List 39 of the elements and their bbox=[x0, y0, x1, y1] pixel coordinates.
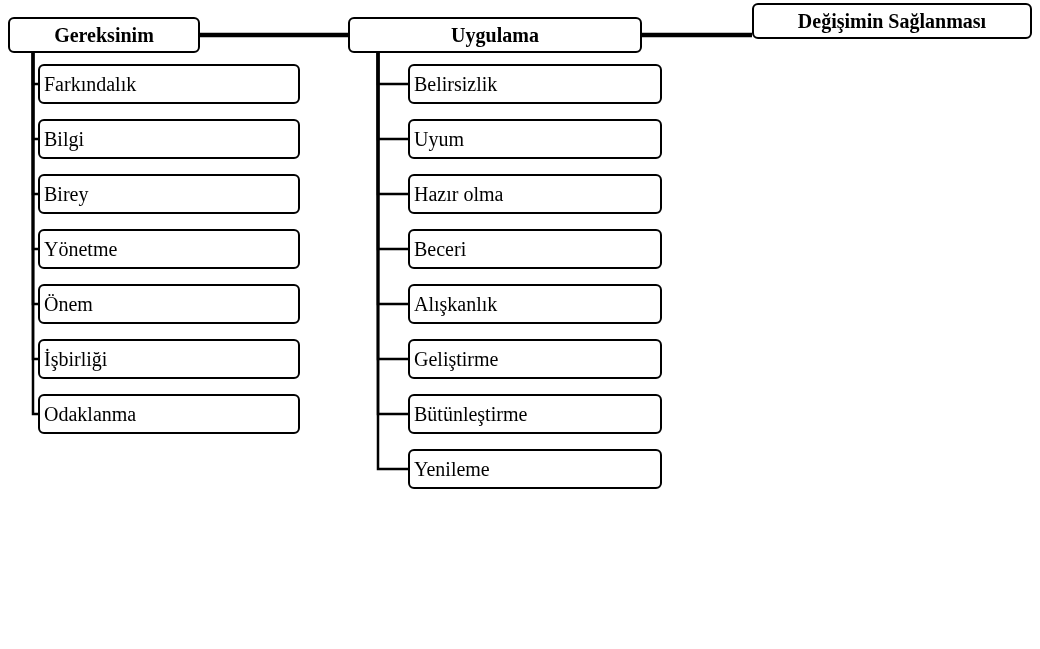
connector-line bbox=[200, 32, 348, 38]
heading-box bbox=[8, 17, 200, 53]
item-box bbox=[408, 119, 662, 159]
item-box bbox=[38, 174, 300, 214]
node-label: Bütünleştirme bbox=[414, 402, 528, 426]
heading-box bbox=[752, 3, 1032, 39]
connector-line bbox=[642, 32, 752, 38]
node-label: Önem bbox=[44, 292, 93, 316]
node-label: Uyum bbox=[414, 127, 464, 151]
item-box bbox=[38, 284, 300, 324]
heading-box bbox=[348, 17, 642, 53]
node-label: Birey bbox=[44, 182, 89, 206]
node-label: Alışkanlık bbox=[414, 292, 498, 316]
item-box bbox=[408, 339, 662, 379]
node-label: Hazır olma bbox=[414, 182, 504, 206]
node-label: Uygulama bbox=[451, 23, 539, 47]
item-box bbox=[38, 64, 300, 104]
node-label: Beceri bbox=[414, 237, 467, 261]
node-label: Bilgi bbox=[44, 127, 84, 151]
item-box bbox=[408, 174, 662, 214]
node-label: Odaklanma bbox=[44, 402, 137, 426]
node-label: Belirsizlik bbox=[414, 72, 498, 96]
connector-line bbox=[31, 53, 38, 416]
node-label: İşbirliği bbox=[44, 347, 108, 371]
item-box bbox=[38, 339, 300, 379]
item-box bbox=[408, 394, 662, 434]
item-box bbox=[408, 64, 662, 104]
node-label: Farkındalık bbox=[44, 72, 137, 96]
node-label: Gereksinim bbox=[54, 23, 154, 47]
item-box bbox=[408, 229, 662, 269]
node-label: Geliştirme bbox=[414, 347, 499, 371]
node-label: Değişimin Sağlanması bbox=[797, 9, 987, 33]
item-box bbox=[408, 449, 662, 489]
item-box bbox=[38, 394, 300, 434]
node-label: Yenileme bbox=[414, 457, 490, 481]
item-box bbox=[38, 119, 300, 159]
node-label: Yönetme bbox=[44, 237, 118, 261]
item-box bbox=[38, 229, 300, 269]
item-box bbox=[408, 284, 662, 324]
